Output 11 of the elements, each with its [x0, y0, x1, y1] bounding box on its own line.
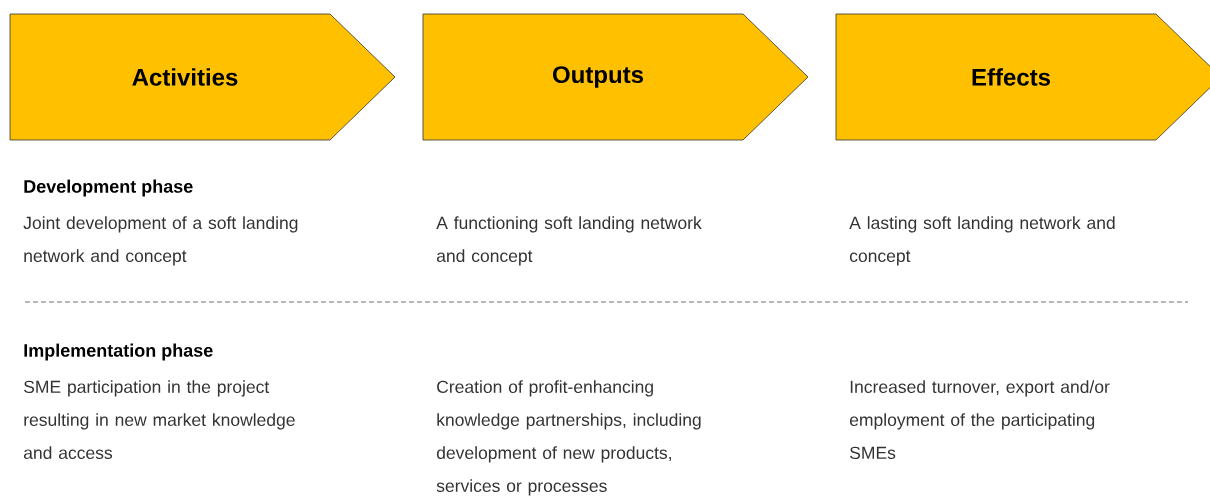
phase-heading: Implementation phase — [24, 343, 213, 361]
step-banner: Activities — [9, 13, 396, 141]
description-text: A functioning soft landing network and concept — [436, 216, 702, 266]
step-banner: Effects — [835, 13, 1210, 141]
step-banner: Outputs — [422, 13, 809, 141]
description-text: Joint development of a soft landing network and concept — [23, 216, 298, 266]
description-text: Creation of profit-enhancing knowledge partnerships, including development of new products, services or processes — [436, 380, 701, 496]
description-text: SME participation in the project resulting in new market knowledge and access — [23, 380, 295, 460]
phase-heading: Development phase — [24, 179, 193, 197]
description-text: Increased turnover, export and/or employment of the participating SMEs — [849, 380, 1110, 460]
description-text: A lasting soft landing network and concept — [849, 216, 1115, 266]
